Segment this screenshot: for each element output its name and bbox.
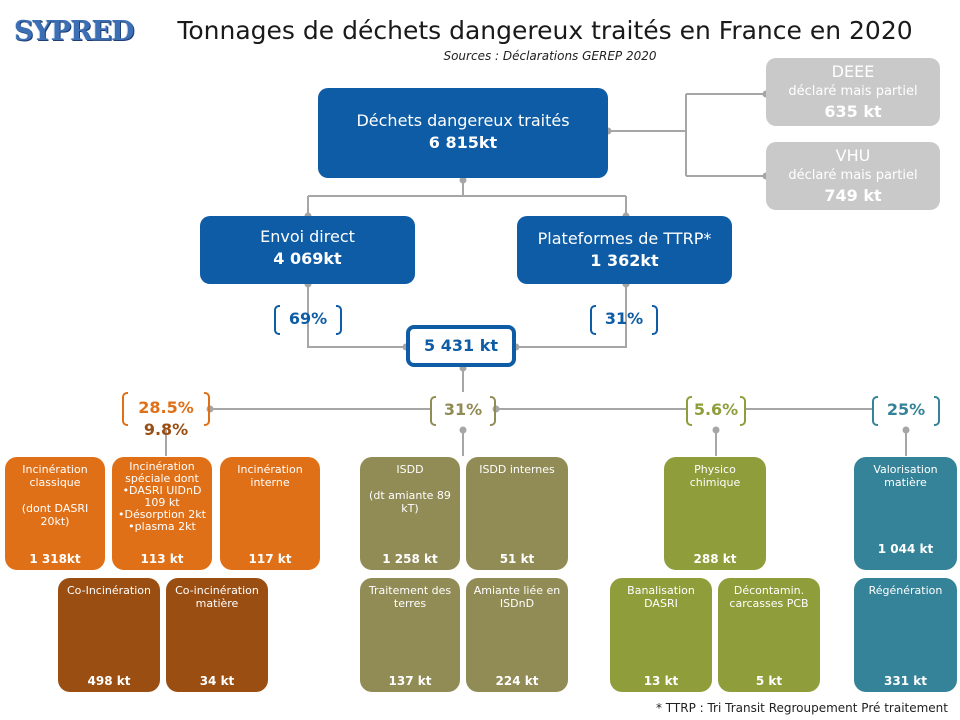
envoi-direct-box: Envoi direct 4 069kt (200, 216, 415, 284)
box-co-incineration-matiere: Co-incinération matière 34 kt (166, 578, 268, 692)
box-isdd-internes: ISDD internes 51 kt (466, 457, 568, 570)
deee-value: 635 kt (824, 102, 882, 121)
co-incineration-pct: 9.8% (143, 420, 189, 439)
box-value: 1 258 kt (382, 552, 438, 566)
page-title: Tonnages de déchets dangereux traités en… (177, 16, 913, 45)
bracket-left (590, 305, 596, 335)
box-value: 5 kt (755, 674, 783, 688)
bracket-left (686, 396, 692, 426)
box-label: Décontamin. carcasses PCB (729, 584, 809, 610)
treated-total: 5 431 kt (406, 325, 516, 367)
box-incineration-speciale: Incinération spéciale dont •DASRI UIDnD … (112, 457, 212, 570)
vhu-box: VHU déclaré mais partiel 749 kt (766, 142, 940, 210)
incineration-pct: 28.5% (138, 398, 194, 417)
bracket-left (274, 305, 280, 335)
page-subtitle: Sources : Déclarations GEREP 2020 (443, 49, 657, 63)
box-valorisation-matiere: Valorisation matière 1 044 kt (854, 457, 957, 570)
box-isdd: ISDD (dt amiante 89 kT) 1 258 kt (360, 457, 460, 570)
connector-drops (165, 430, 907, 456)
box-value: 1 044 kt (877, 542, 934, 556)
main-total-label: Déchets dangereux traités (356, 111, 570, 130)
ttrp-pct: 31% (604, 309, 644, 328)
box-label: Physico chimique (689, 463, 741, 489)
ttrp-label: Plateformes de TTRP* (537, 229, 712, 248)
main-total-value: 6 815kt (428, 133, 498, 152)
footnote: * TTRP : Tri Transit Regroupement Pré tr… (655, 701, 948, 715)
box-label: Co-incinération matière (175, 584, 259, 610)
box-label: Banalisation DASRI (627, 584, 695, 610)
box-value: 137 kt (388, 674, 432, 688)
envoi-direct-pct: 69% (288, 309, 328, 328)
box-physico-chimique: Physico chimique 288 kt (664, 457, 766, 570)
box-value: 117 kt (248, 552, 292, 566)
box-label: Amiante liée en ISDnD (473, 584, 561, 610)
sypred-logo: SYPRED (6, 12, 135, 54)
bracket-right (740, 396, 746, 426)
box-label: Incinération spéciale dont •DASRI UIDnD … (118, 460, 206, 533)
deee-box: DEEE déclaré mais partiel 635 kt (766, 58, 940, 126)
box-label: Valorisation matière (873, 463, 938, 489)
bracket-right (490, 396, 496, 426)
box-value: 34 kt (199, 674, 235, 688)
connector-routes-total (307, 284, 627, 348)
deee-label: DEEE (831, 62, 875, 81)
ttrp-box: Plateformes de TTRP* 1 362kt (517, 216, 732, 284)
box-banalisation-dasri: Banalisation DASRI 13 kt (610, 578, 712, 692)
bracket-right (204, 392, 210, 426)
ttrp-value: 1 362kt (590, 251, 659, 270)
box-label: Incinération classique (dont DASRI 20kt) (21, 463, 89, 528)
box-value: 224 kt (495, 674, 539, 688)
box-label: Incinération interne (237, 463, 303, 489)
vhu-value: 749 kt (824, 186, 882, 205)
box-amiante-liee: Amiante liée en ISDnD 224 kt (466, 578, 568, 692)
box-incineration-classique: Incinération classique (dont DASRI 20kt)… (5, 457, 105, 570)
connector-main-routes (307, 178, 627, 216)
physico-pct: 5.6% (693, 400, 739, 419)
box-value: 288 kt (693, 552, 737, 566)
isdd-pct: 31% (443, 400, 483, 419)
bracket-right (652, 305, 658, 335)
vhu-label: VHU (835, 146, 871, 165)
bracket-left (872, 396, 878, 426)
box-regeneration: Régénération 331 kt (854, 578, 957, 692)
box-value: 13 kt (643, 674, 679, 688)
box-incineration-interne: Incinération interne 117 kt (220, 457, 320, 570)
box-label: ISDD (dt amiante 89 kT) (369, 463, 451, 515)
envoi-direct-label: Envoi direct (260, 227, 355, 246)
box-value: 498 kt (87, 674, 131, 688)
connector-main-side (608, 93, 766, 177)
box-label: Régénération (868, 584, 943, 597)
box-co-incineration: Co-Incinération 498 kt (58, 578, 160, 692)
box-value: 331 kt (884, 674, 927, 688)
bracket-right (336, 305, 342, 335)
box-label: Traitement des terres (368, 584, 452, 610)
valorisation-pct: 25% (886, 400, 926, 419)
deee-note: déclaré mais partiel (788, 84, 918, 99)
box-value: 1 318kt (29, 552, 81, 566)
bracket-right (934, 396, 940, 426)
bracket-left (122, 392, 128, 426)
envoi-direct-value: 4 069kt (273, 249, 342, 268)
logo-text: SYPRED (14, 16, 135, 47)
main-total-box: Déchets dangereux traités 6 815kt (318, 88, 608, 178)
bracket-left (430, 396, 436, 426)
box-value: 113 kt (140, 552, 184, 566)
box-traitement-terres: Traitement des terres 137 kt (360, 578, 460, 692)
box-label: ISDD internes (479, 463, 555, 476)
vhu-note: déclaré mais partiel (788, 168, 918, 183)
box-label: Co-Incinération (67, 584, 151, 597)
box-decontamination-pcb: Décontamin. carcasses PCB 5 kt (718, 578, 820, 692)
box-value: 51 kt (499, 552, 535, 566)
